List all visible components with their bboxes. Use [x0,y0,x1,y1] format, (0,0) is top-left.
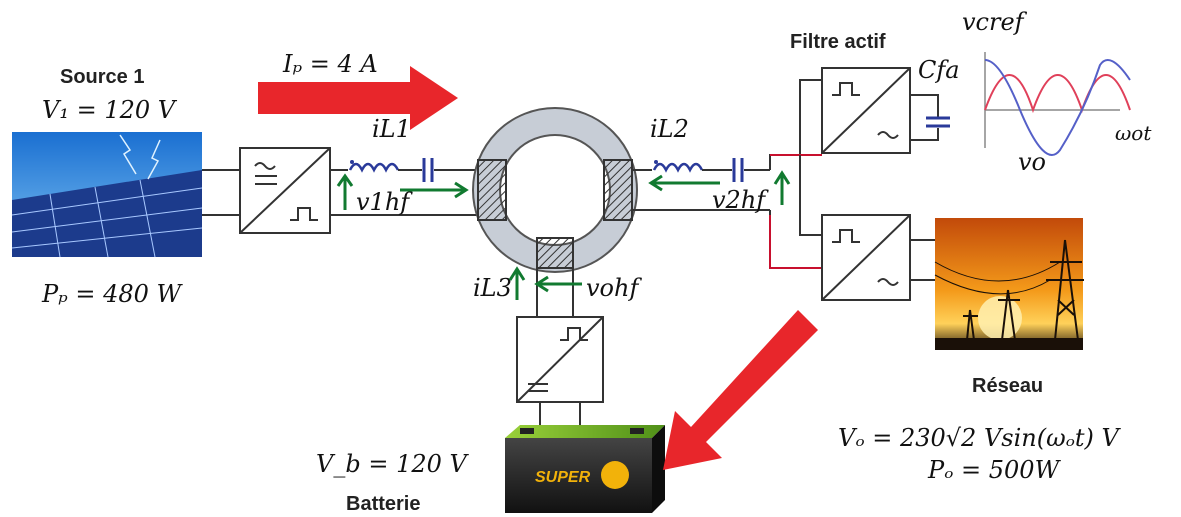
active-filter-converter [822,68,910,153]
current-label: Iₚ = 4 A [282,50,378,78]
grid-title: Réseau [972,375,1043,397]
green-arrow-vohf-left [537,277,582,291]
toroidal-transformer [473,108,637,272]
green-arrow-v2hf-up [775,173,789,205]
converter-1 [240,148,330,233]
battery-title: Batterie [346,493,420,515]
source-power: Pₚ = 480 W [41,280,184,308]
label-iL3: iL3 [473,274,512,302]
inductor-L2 [654,160,702,170]
capacitor-1 [424,158,432,182]
grid-converter [822,215,910,300]
source-voltage: V₁ = 120 V [42,96,178,124]
green-arrow-v2hf-left [651,176,720,190]
label-vohf: vohf [586,274,642,302]
grid-power: Pₒ = 500W [927,456,1062,484]
label-vcref: vcref [962,8,1028,36]
label-v1hf: v1hf [356,188,413,216]
green-arrow-v1hf-up [338,176,352,210]
battery-voltage: V_b = 120 V [316,450,470,478]
power-grid-image [935,218,1084,350]
active-filter-title: Filtre actif [790,31,886,53]
label-vo: vo [1018,148,1046,176]
green-arrow-v1hf-right [400,183,466,197]
capacitor-cfa [926,118,950,126]
label-iL2: iL2 [650,115,689,143]
label-wot: ωot [1115,121,1152,145]
inductor-L1 [350,160,398,170]
source-title: Source 1 [60,66,144,88]
label-iL1: iL1 [372,115,411,143]
battery-brand: SUPER [535,469,591,486]
green-arrow-iL3-up [510,269,524,300]
label-v2hf: v2hf [712,186,769,214]
label-cfa: Cfa [918,56,960,84]
capacitor-2 [734,158,742,182]
battery-converter [517,317,603,402]
waveform-plot [985,52,1130,155]
grid-voltage: Vₒ = 230√2 Vsin(ωₒt) V [838,424,1122,452]
solar-panel-image [12,132,202,257]
power-flow-arrow-battery [663,310,818,470]
